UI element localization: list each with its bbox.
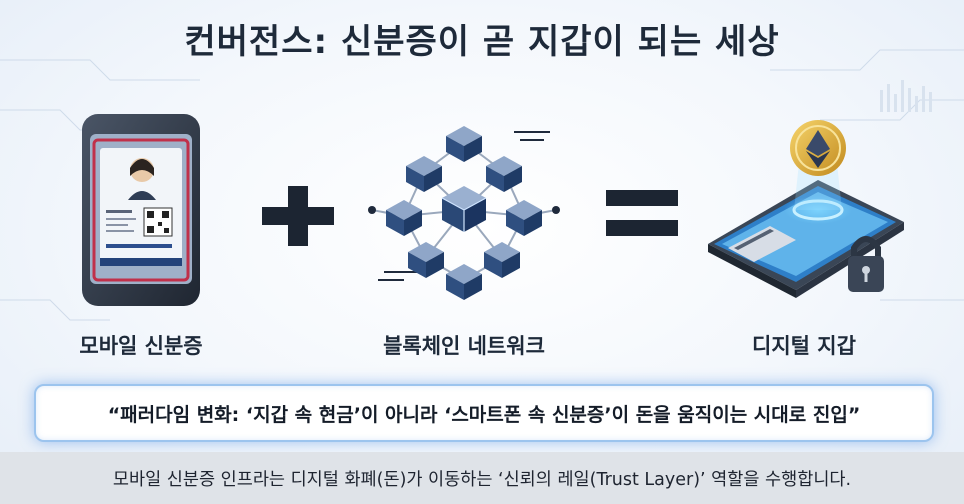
footer-text: 모바일 신분증 인프라는 디지털 화폐(돈)가 이동하는 ‘신뢰의 레일(Tru… [112, 469, 852, 490]
blockchain-caption: 블록체인 네트워크 [383, 334, 545, 358]
footer-bar: 모바일 신분증 인프라는 디지털 화폐(돈)가 이동하는 ‘신뢰의 레일(Tru… [0, 452, 964, 504]
paradigm-quote-box: “패러다임 변화: ‘지갑 속 현금’이 아니라 ‘스마트폰 속 신분증’이 돈… [34, 384, 934, 442]
blockchain-panel [364, 112, 564, 308]
plus-icon [262, 186, 334, 246]
paradigm-quote-text: “패러다임 변화: ‘지갑 속 현금’이 아니라 ‘스마트폰 속 신분증’이 돈… [107, 403, 861, 426]
mobile-id-panel [80, 112, 202, 308]
digital-wallet-caption: 디지털 지갑 [752, 334, 856, 358]
blockchain-network-icon [368, 126, 560, 300]
digital-wallet-panel [700, 118, 906, 314]
digital-wallet-phone-icon [708, 120, 904, 298]
page-title: 컨버전스: 신분증이 곧 지갑이 되는 세상 [184, 22, 780, 62]
mobile-id-caption: 모바일 신분증 [79, 334, 203, 358]
mobile-id-card-icon [82, 114, 200, 306]
equals-icon [606, 190, 678, 236]
